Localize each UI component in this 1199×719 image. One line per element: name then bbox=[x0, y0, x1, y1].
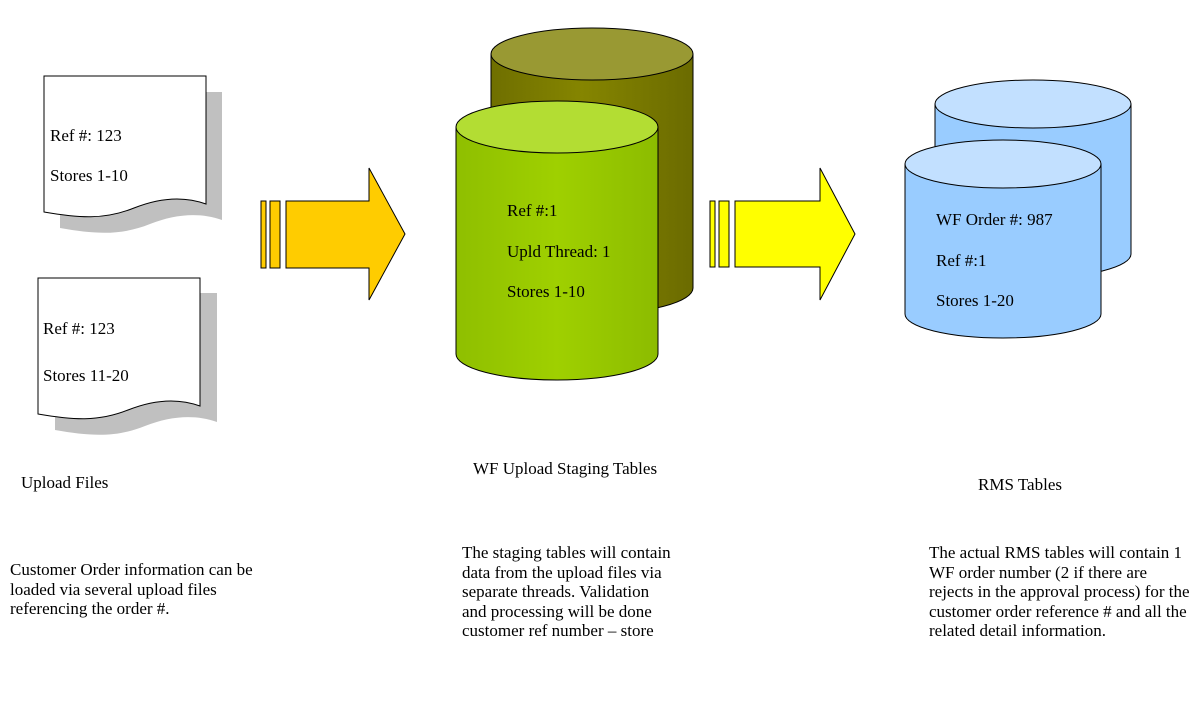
flow-arrow-1 bbox=[260, 167, 406, 301]
rms-stores: Stores 1-20 bbox=[936, 291, 1014, 310]
arrow-stripe bbox=[269, 200, 281, 269]
arrow-body bbox=[734, 167, 856, 301]
flow-arrow-2 bbox=[709, 167, 856, 301]
file2-stores: Stores 11-20 bbox=[43, 366, 129, 385]
upload-file-1 bbox=[43, 75, 222, 233]
staging-ref: Ref #:1 bbox=[507, 201, 558, 220]
rms-ref: Ref #:1 bbox=[936, 251, 987, 270]
document-icon bbox=[37, 277, 201, 420]
arrow-stripe bbox=[260, 200, 267, 269]
staging-label: WF Upload Staging Tables bbox=[473, 459, 658, 478]
rms-description: The actual RMS tables will contain 1 WF … bbox=[929, 543, 1190, 640]
rms-label: RMS Tables bbox=[978, 475, 1062, 494]
staging-cylinder-front bbox=[455, 100, 659, 381]
upload-file-2 bbox=[37, 277, 217, 435]
document-icon bbox=[43, 75, 207, 218]
staging-stores: Stores 1-10 bbox=[507, 282, 585, 301]
file1-stores: Stores 1-10 bbox=[50, 166, 128, 185]
file1-ref: Ref #: 123 bbox=[50, 126, 122, 145]
arrow-body bbox=[285, 167, 406, 301]
staging-thread: Upld Thread: 1 bbox=[507, 242, 611, 261]
arrow-stripe bbox=[709, 200, 716, 268]
upload-files-label: Upload Files bbox=[21, 473, 109, 492]
upload-files-description: Customer Order information can be loaded… bbox=[10, 560, 253, 618]
rms-order-number: WF Order #: 987 bbox=[936, 210, 1053, 229]
arrow-stripe bbox=[718, 200, 730, 268]
rms-cylinder-front bbox=[904, 139, 1102, 339]
file2-ref: Ref #: 123 bbox=[43, 319, 115, 338]
staging-description: The staging tables will contain data fro… bbox=[462, 543, 671, 640]
